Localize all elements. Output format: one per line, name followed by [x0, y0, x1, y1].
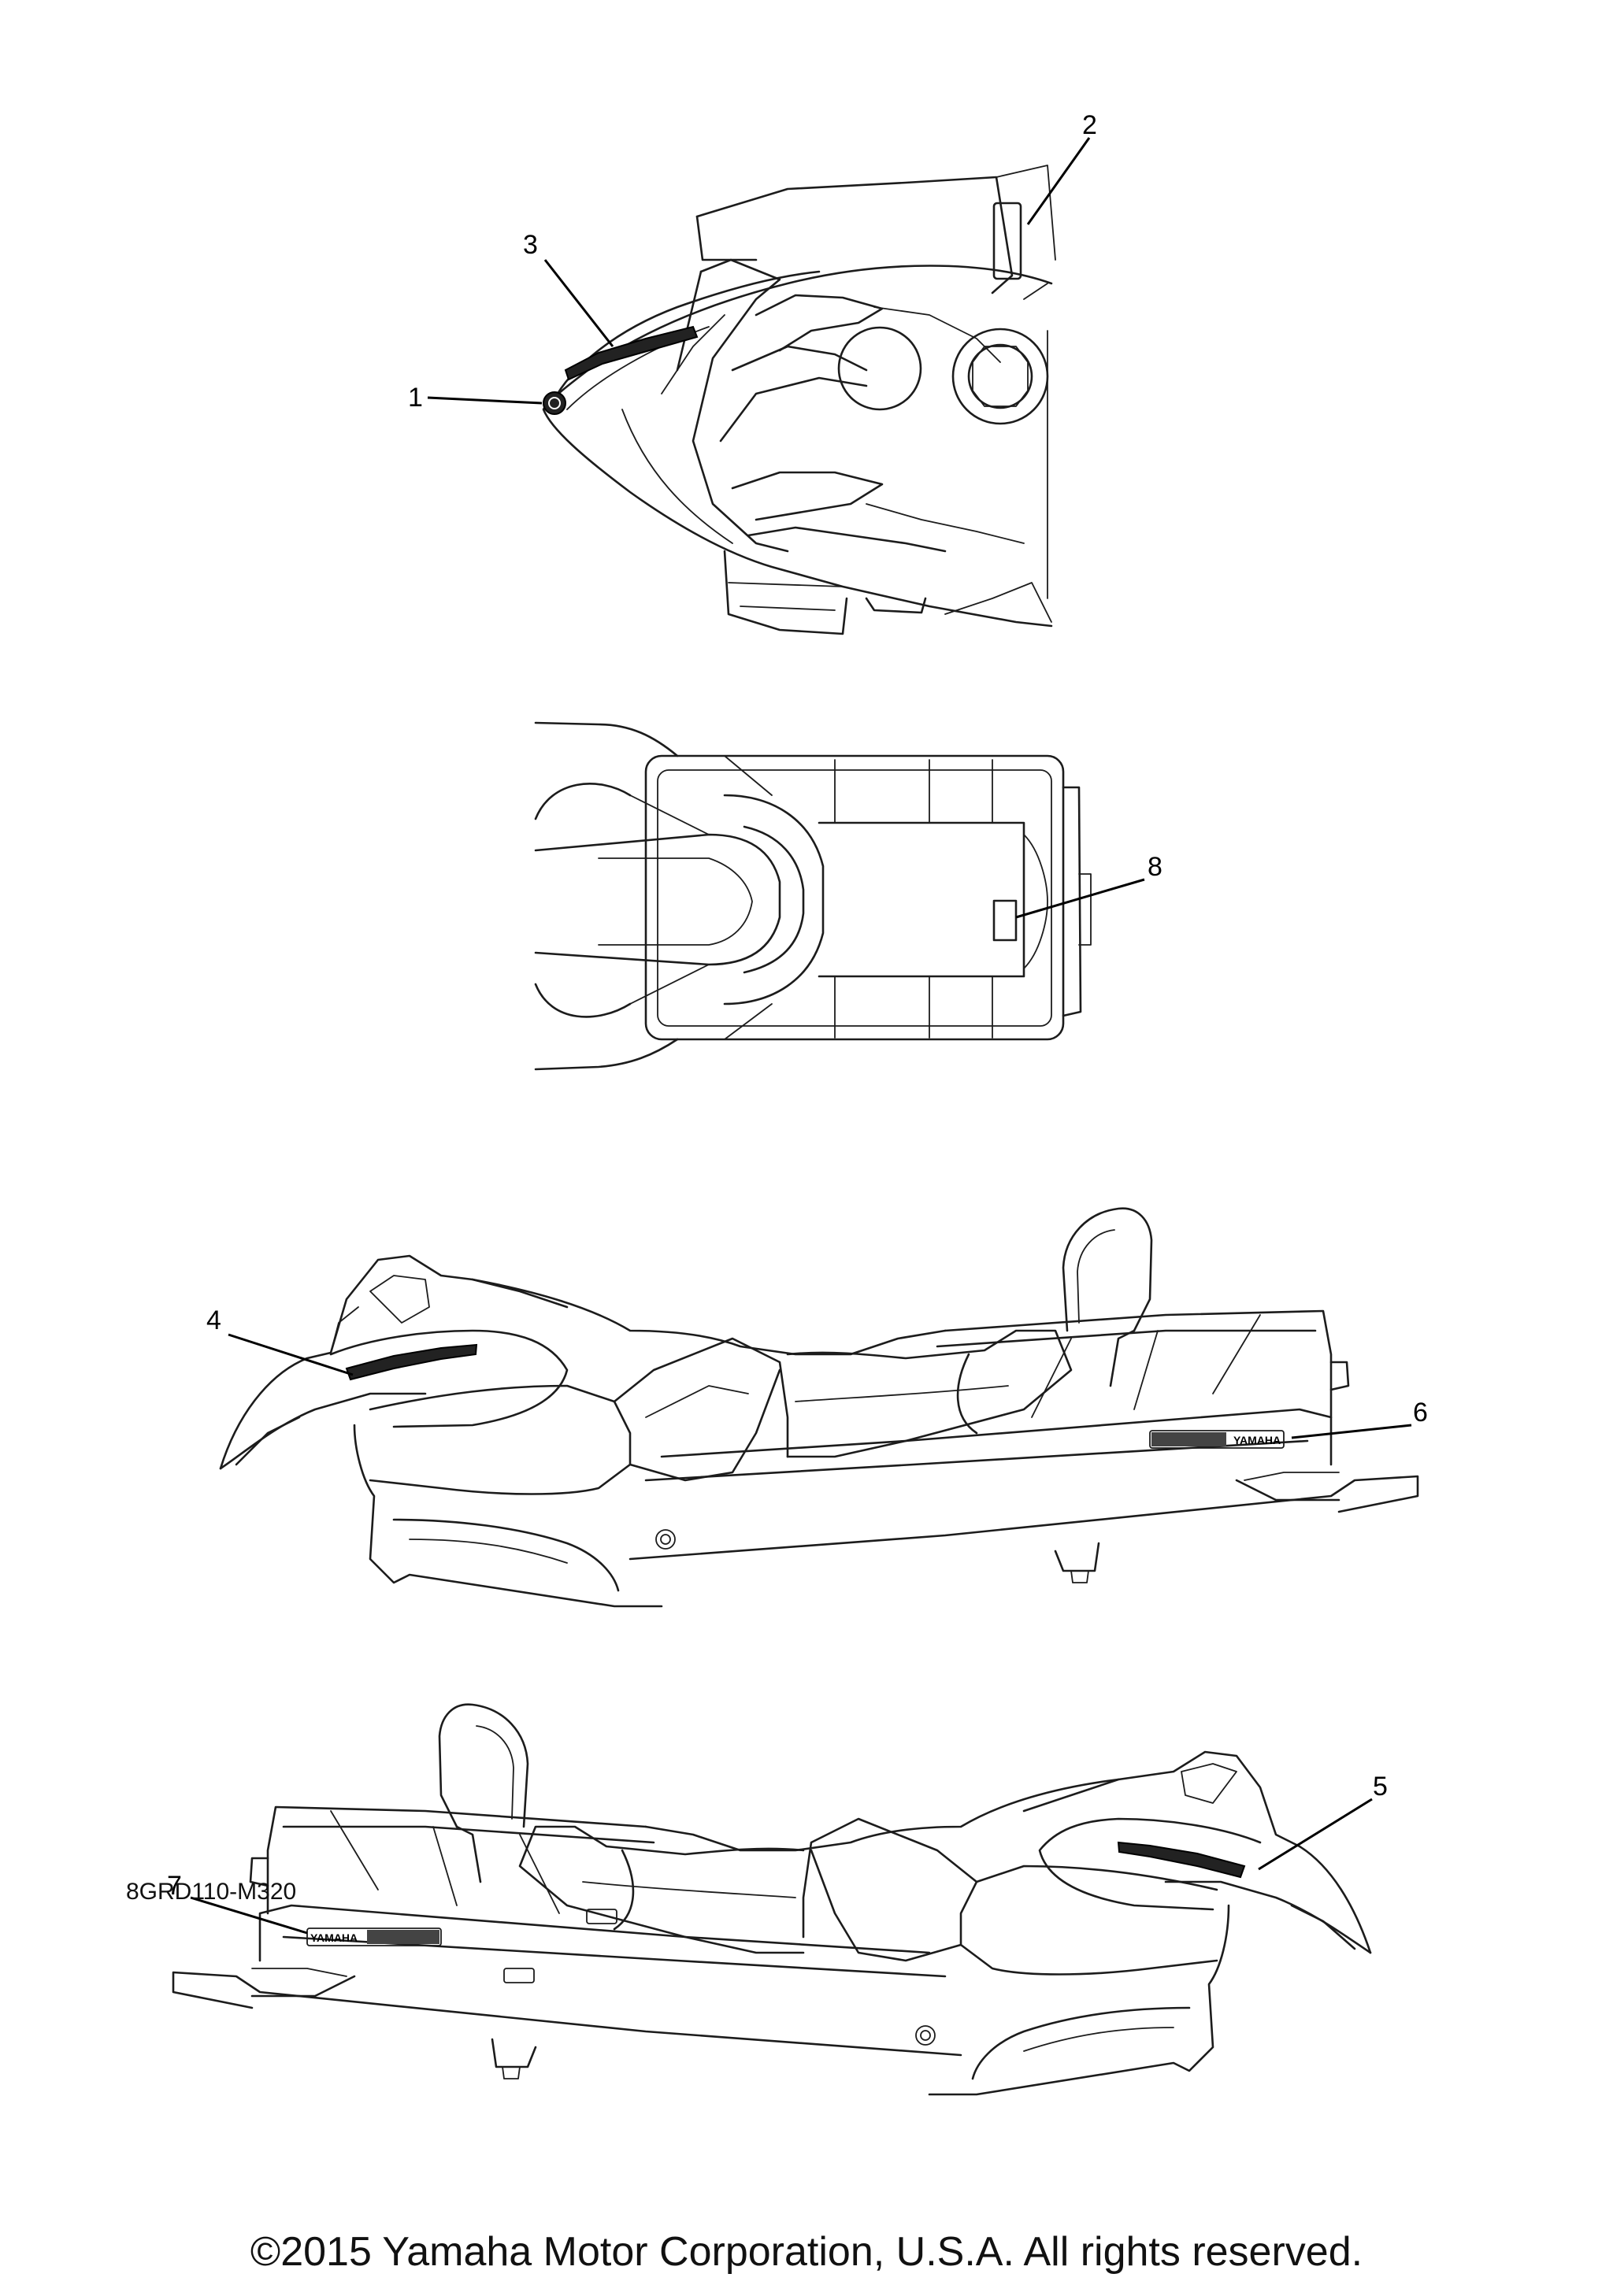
hood-top-view — [542, 165, 1056, 635]
gauge-left — [837, 326, 922, 411]
callout-5: 5 — [1373, 1772, 1388, 1802]
windshield-decal-area — [992, 202, 1022, 280]
yamaha-decal-text-7: YAMAHA — [310, 1931, 358, 1944]
callout-4: 4 — [206, 1305, 221, 1335]
callout-3: 3 — [523, 230, 538, 260]
nose-stripe-decal — [564, 325, 699, 381]
yamaha-tunnel-decal-right-side — [1149, 1430, 1285, 1449]
yamaha-emblem-decal — [543, 391, 566, 415]
gauge-right — [951, 328, 1049, 425]
callout-leaders — [190, 137, 1412, 1935]
callout-7: 7 — [167, 1871, 182, 1901]
yamaha-decal-text-6: YAMAHA — [1233, 1434, 1281, 1446]
rack-top-view — [534, 721, 1092, 1071]
diagram-part-code: 8GRD110-M320 — [126, 1879, 297, 1905]
callout-1: 1 — [408, 383, 423, 413]
callout-2: 2 — [1082, 110, 1097, 140]
callout-8: 8 — [1148, 852, 1162, 882]
rack-label-decal — [992, 899, 1018, 942]
venture-hood-decal-right — [1117, 1841, 1246, 1879]
venture-hood-decal-left — [345, 1343, 478, 1381]
right-side-view: YAMAHA — [172, 1703, 1372, 2096]
left-side-view: YAMAHA — [219, 1207, 1419, 1608]
rear-rack — [644, 754, 1065, 1041]
copyright-notice: ©2015 Yamaha Motor Corporation, U.S.A. A… — [250, 2229, 1363, 2275]
callout-6: 6 — [1413, 1398, 1428, 1428]
yamaha-tunnel-decal-left-side — [306, 1928, 442, 1946]
